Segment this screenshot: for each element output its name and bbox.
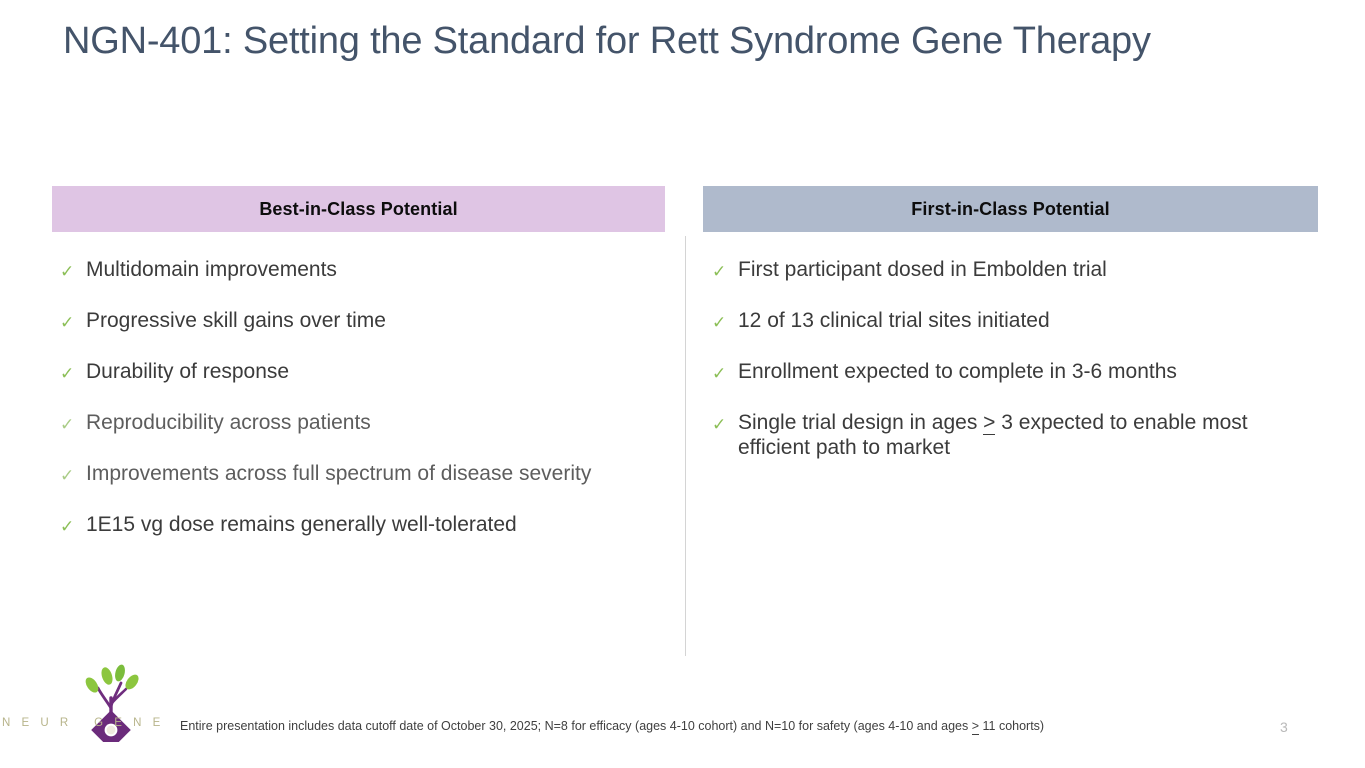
list-item-label-gte: Single trial design in ages > 3 expected… [738, 411, 1312, 461]
check-icon: ✓ [60, 313, 75, 332]
list-item-label: Reproducibility across patients [86, 411, 371, 434]
list-item-label: 12 of 13 clinical trial sites initiated [738, 309, 1050, 332]
footnote: Entire presentation includes data cutoff… [180, 719, 1270, 735]
list-item: ✓ Durability of response [60, 360, 670, 388]
list-item: ✓ 12 of 13 clinical trial sites initiate… [712, 309, 1312, 337]
list-item-label: Durability of response [86, 360, 290, 383]
column-header-best-in-class: Best-in-Class Potential [52, 186, 665, 232]
list-item: ✓ Enrollment expected to complete in 3-6… [712, 360, 1312, 388]
list-item-label: Improvements across full spectrum of dis… [86, 462, 592, 485]
check-icon: ✓ [712, 313, 727, 332]
list-item: ✓ Single trial design in ages > 3 expect… [712, 411, 1312, 461]
list-item-label: First participant dosed in Embolden tria… [738, 258, 1107, 281]
check-icon: ✓ [60, 415, 75, 434]
list-item-label: Multidomain improvements [86, 258, 337, 281]
footnote-text-before: Entire presentation includes data cutoff… [180, 719, 972, 733]
list-item-label: 1E15 vg dose remains generally well-tole… [86, 513, 517, 536]
column-header-left-label: Best-in-Class Potential [259, 198, 458, 219]
column-header-first-in-class: First-in-Class Potential [703, 186, 1318, 232]
bullet-list-first-in-class: ✓ First participant dosed in Embolden tr… [712, 258, 1312, 484]
neurogene-wordmark-right: G E N E [94, 717, 165, 729]
check-icon: ✓ [712, 415, 727, 434]
greater-than-or-equal-symbol: > [971, 719, 980, 735]
page-number: 3 [1280, 719, 1288, 735]
check-icon: ✓ [60, 364, 75, 383]
list-item-label: Enrollment expected to complete in 3-6 m… [738, 360, 1177, 383]
gte-text-before: Single trial design in ages [738, 411, 984, 434]
list-item-label: Progressive skill gains over time [86, 309, 386, 332]
greater-than-or-equal-symbol: > [983, 411, 996, 435]
list-item: ✓ First participant dosed in Embolden tr… [712, 258, 1312, 286]
neurogene-wordmark-left: N E U R [2, 717, 73, 729]
list-item: ✓ Multidomain improvements [60, 258, 670, 286]
list-item: ✓ Progressive skill gains over time [60, 309, 670, 337]
list-item: ✓ Improvements across full spectrum of d… [60, 462, 670, 490]
column-header-right-label: First-in-Class Potential [911, 198, 1110, 219]
check-icon: ✓ [60, 262, 75, 281]
footnote-text-after: 11 cohorts) [979, 719, 1045, 733]
page-title: NGN-401: Setting the Standard for Rett S… [63, 20, 1151, 62]
bullet-list-best-in-class: ✓ Multidomain improvements ✓ Progressive… [60, 258, 670, 564]
list-item: ✓ Reproducibility across patients [60, 411, 670, 439]
check-icon: ✓ [712, 262, 727, 281]
gte-text-after: 3 expected to enable most efficient path… [738, 411, 1248, 459]
neurogene-logo-mark [85, 664, 139, 742]
column-divider [685, 236, 686, 656]
check-icon: ✓ [60, 517, 75, 536]
list-item: ✓ 1E15 vg dose remains generally well-to… [60, 513, 670, 541]
check-icon: ✓ [60, 466, 75, 485]
check-icon: ✓ [712, 364, 727, 383]
